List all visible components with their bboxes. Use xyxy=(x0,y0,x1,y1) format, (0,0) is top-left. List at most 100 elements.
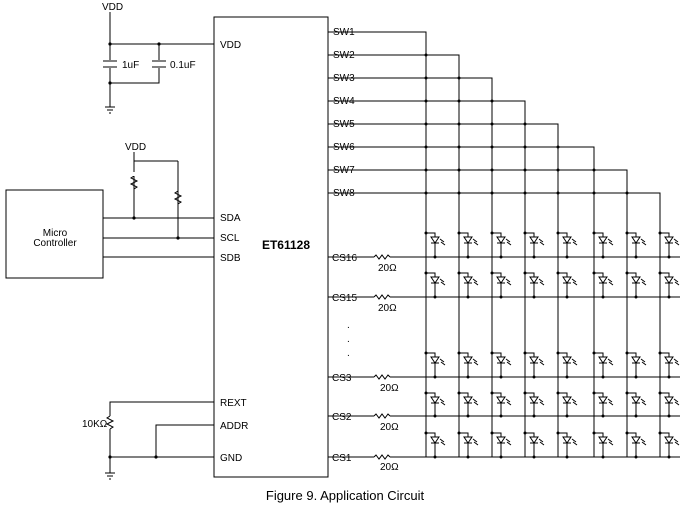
sw3-line xyxy=(328,77,493,457)
led-icon xyxy=(598,396,608,404)
led-wire xyxy=(594,352,604,357)
led-wire xyxy=(525,432,535,437)
junction-dot xyxy=(490,168,494,172)
led-wire xyxy=(492,352,502,357)
led-arrow xyxy=(571,438,578,446)
cs-resistor xyxy=(373,254,391,260)
junction-dot xyxy=(634,414,638,418)
led-icon xyxy=(496,356,506,364)
junction-dot xyxy=(592,168,596,172)
led-icon xyxy=(430,356,440,364)
led-arrow xyxy=(439,278,446,286)
led-arrow xyxy=(571,238,578,246)
led-icon xyxy=(598,356,608,364)
led-arrow xyxy=(571,358,578,366)
led-arrow xyxy=(571,398,578,406)
led-icon xyxy=(463,356,473,364)
led-icon xyxy=(598,436,608,444)
junction-dot xyxy=(466,295,470,299)
led-icon xyxy=(664,356,674,364)
led-matrix xyxy=(328,31,680,460)
cs15-resistor-label: 20Ω xyxy=(378,303,397,314)
led-icon xyxy=(664,236,674,244)
led-icon xyxy=(631,396,641,404)
junction-dot xyxy=(601,455,605,459)
pin-cs1: CS1 xyxy=(332,453,352,464)
sw8-line xyxy=(328,192,661,457)
led-icon xyxy=(496,236,506,244)
cs-resistor xyxy=(373,413,391,419)
capacitor-0.1uf-label: 0.1uF xyxy=(170,60,196,71)
vdd-pullup-label: VDD xyxy=(125,142,146,153)
led-wire xyxy=(525,232,535,237)
led-wire xyxy=(525,272,535,277)
led-arrow xyxy=(538,358,545,366)
junction-dot xyxy=(667,414,671,418)
pin-addr: ADDR xyxy=(220,421,248,432)
junction-dot xyxy=(601,375,605,379)
junction-dot xyxy=(466,414,470,418)
junction-dot xyxy=(565,414,569,418)
junction-dot xyxy=(667,255,671,259)
led-arrow xyxy=(439,358,446,366)
junction-dot xyxy=(490,122,494,126)
led-wire xyxy=(426,272,436,277)
led-arrow xyxy=(607,278,614,286)
led-icon xyxy=(562,436,572,444)
junction-dot xyxy=(457,122,461,126)
led-arrow xyxy=(640,398,647,406)
led-arrow xyxy=(439,238,446,246)
junction-dot xyxy=(490,191,494,195)
led-arrow xyxy=(673,278,680,286)
led-wire xyxy=(627,272,637,277)
junction-dot xyxy=(433,375,437,379)
led-arrow xyxy=(673,238,680,246)
led-icon xyxy=(631,356,641,364)
junction-dot xyxy=(457,168,461,172)
led-wire xyxy=(426,352,436,357)
led-icon xyxy=(463,276,473,284)
ellipsis-dot-3: . xyxy=(347,348,350,359)
led-wire xyxy=(426,392,436,397)
junction-dot xyxy=(499,255,503,259)
led-arrow xyxy=(607,438,614,446)
junction-dot xyxy=(565,375,569,379)
junction-dot xyxy=(634,455,638,459)
junction-dot xyxy=(424,145,428,149)
led-arrow xyxy=(538,238,545,246)
junction-dot xyxy=(424,76,428,80)
junction-dot xyxy=(532,295,536,299)
pin-sda: SDA xyxy=(220,213,241,224)
pin-rext: REXT xyxy=(220,398,247,409)
junction-dot xyxy=(499,414,503,418)
led-arrow xyxy=(439,398,446,406)
junction-dot xyxy=(433,295,437,299)
led-arrow xyxy=(505,438,512,446)
junction-dot xyxy=(466,375,470,379)
led-arrow xyxy=(607,398,614,406)
led-icon xyxy=(664,396,674,404)
junction-dot xyxy=(424,191,428,195)
junction-dot xyxy=(457,99,461,103)
rext-resistor-label: 10KΩ xyxy=(82,419,108,430)
pin-scl: SCL xyxy=(220,233,240,244)
sw7-line xyxy=(328,169,628,457)
microcontroller-box xyxy=(5,189,104,279)
led-icon xyxy=(562,276,572,284)
led-arrow xyxy=(472,398,479,406)
led-icon xyxy=(430,436,440,444)
led-icon xyxy=(463,436,473,444)
sw5-line xyxy=(328,123,559,457)
junction-dot xyxy=(499,295,503,299)
junction-dot xyxy=(532,414,536,418)
led-wire xyxy=(492,272,502,277)
junction-dot xyxy=(433,455,437,459)
led-icon xyxy=(562,236,572,244)
led-icon xyxy=(463,396,473,404)
junction-dot xyxy=(490,145,494,149)
led-arrow xyxy=(472,278,479,286)
led-wire xyxy=(558,392,568,397)
microcontroller-label-line2: Controller xyxy=(33,238,77,249)
led-wire xyxy=(660,352,670,357)
cs-resistor xyxy=(373,454,391,460)
